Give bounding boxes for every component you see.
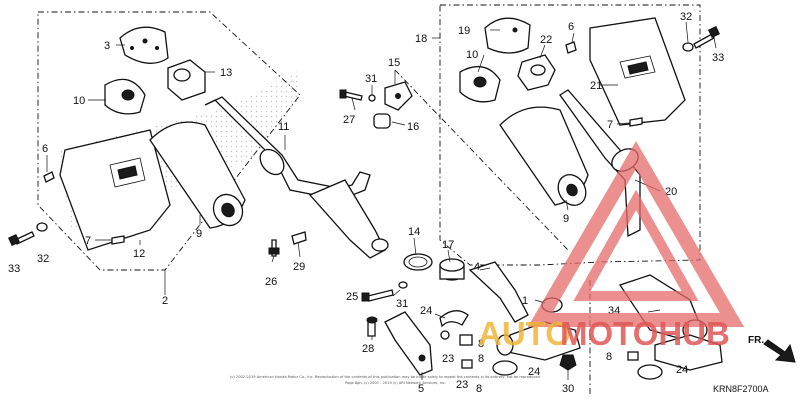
part-band-clamp-24 [439,310,469,328]
callout-30: 30 [562,383,574,395]
copyright-line-2: Page 8gn. (c) 2001 - 2019 (c) ARI Networ… [345,381,446,385]
part-joint-13 [167,59,206,101]
guide-line [394,69,569,251]
part-washer-32-left [36,222,48,232]
part-bolt-6-left [43,171,55,183]
callout-17: 17 [442,239,454,251]
callout-20: 20 [665,186,677,198]
callout-21: 21 [590,80,602,92]
callout-2: 2 [162,295,168,307]
callout-32-right: 32 [680,11,692,23]
callout-8-b: 8 [478,353,484,365]
callout-23-a: 23 [442,353,454,365]
callout-29: 29 [293,261,305,273]
part-bolt-28 [366,316,378,337]
callout-27: 27 [343,114,355,126]
callout-7-left: 7 [85,235,91,247]
callout-14: 14 [408,226,420,238]
watermark-text-b: MOTOHUB [560,315,730,352]
part-reference-code: KRN8F2700A [713,384,769,394]
part-clip-8-lower [461,359,473,369]
part-joint-22 [517,54,556,91]
callout-24-a: 24 [420,305,432,317]
part-grommet-16 [373,113,391,129]
part-clamp-14 [403,253,433,271]
callout-16: 16 [407,121,419,133]
copyright-line-1: (c) 2002-2019 American Honda Motor Co., … [230,375,540,379]
watermark-text-a: AUTO [478,315,571,352]
callout-18: 18 [415,33,427,45]
part-bolt-33-left [8,231,35,246]
callout-4: 4 [474,261,480,273]
part-bolt-7-left [111,235,125,245]
callout-33-right: 33 [712,52,724,64]
part-band-clamp-24-right [637,364,663,380]
callout-31-top: 31 [365,73,377,85]
callout-9-left: 9 [196,228,202,240]
part-end-cap-19 [484,17,531,54]
part-nut-23 [440,330,450,340]
part-muffler-body-left [149,121,246,229]
part-end-cap-inner-left [104,78,146,115]
part-end-cap [119,26,169,64]
part-muffler-cover-12 [59,129,171,251]
callout-10-right: 10 [466,49,478,61]
part-end-cap-inner-right [459,65,501,103]
part-sleeve-17 [439,258,465,281]
front-label: FR. [748,335,764,346]
callout-10-left: 10 [73,95,85,107]
callout-8-c: 8 [476,383,482,395]
part-washer-31-lower [398,281,408,289]
callout-9-right: 9 [563,213,569,225]
callout-26: 26 [265,276,277,288]
part-bolt-27 [339,89,363,101]
part-muffler-pipe-11 [204,96,389,259]
callout-numbers: 3 13 10 6 7 12 9 11 15 16 27 31 33 32 2 … [8,11,724,395]
callout-28: 28 [362,343,374,355]
callout-3: 3 [104,40,110,52]
part-clip-8 [459,334,473,346]
callout-15: 15 [388,57,400,69]
callout-8-a: 8 [478,338,484,350]
callout-33-left: 33 [8,263,20,275]
part-nut-29 [291,231,307,245]
callout-6-right: 6 [568,21,574,33]
callout-25: 25 [346,291,358,303]
right-assembly-boundary [439,4,701,266]
callout-12: 12 [133,248,145,260]
callout-13: 13 [220,67,232,79]
part-muffler-cover-21 [589,17,686,126]
part-clip-8-right [627,351,639,361]
callout-31-lower: 31 [396,298,408,310]
callout-7-right: 7 [607,119,613,131]
callout-23-b: 23 [456,379,468,391]
part-bolt-6-right [565,41,577,54]
callout-6-left: 6 [42,143,48,155]
part-bolt-26 [268,239,280,257]
callout-8-right: 8 [606,351,612,363]
part-bracket-5 [384,311,433,376]
front-arrow: FR. [748,335,796,363]
callout-5: 5 [418,383,424,395]
callout-22: 22 [540,34,552,46]
part-washer-31 [368,94,376,102]
callout-24-b: 24 [528,366,540,378]
callout-19: 19 [458,25,470,37]
part-muffler-body-right [499,106,589,206]
callout-11: 11 [278,121,289,133]
part-bracket-15 [384,81,413,111]
callout-1: 1 [522,295,528,307]
watermark-logo: AUTO MOTOHUB [478,141,745,352]
part-nut-30 [559,354,577,371]
part-exhaust-pipe-4 [468,261,529,323]
part-band-clamp-24-lower [492,360,518,376]
callout-24-c: 24 [676,364,688,376]
callout-32-left: 32 [37,253,49,265]
part-bolt-7-right [629,117,643,127]
part-bolt-25 [361,289,394,302]
part-washer-32-right [682,42,694,52]
